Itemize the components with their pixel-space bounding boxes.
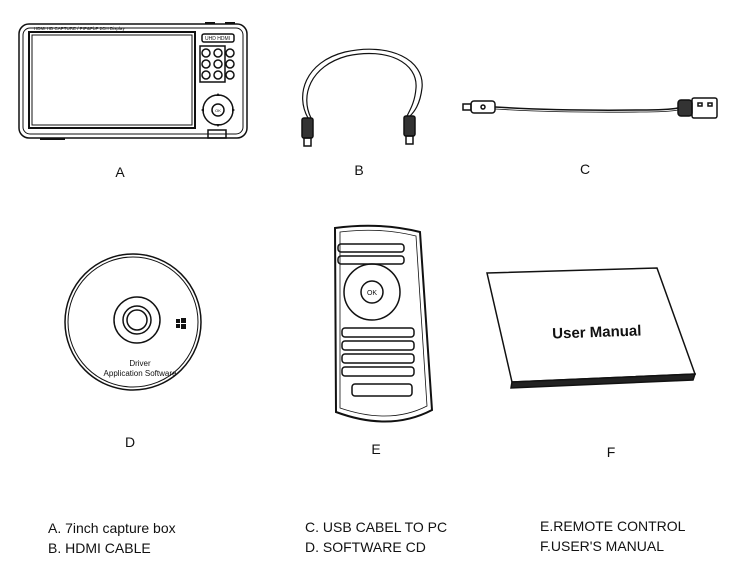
mini-usb-plug bbox=[470, 100, 496, 114]
software-cd-drawing: Driver Application Software bbox=[64, 253, 202, 391]
device-print-text: HDMI HD CAPTURE / PIP&PbP 2CH Display bbox=[34, 26, 125, 31]
label-e: E bbox=[371, 441, 381, 457]
cd-text-software: Application Software bbox=[104, 369, 177, 378]
legend-f: F.USER'S MANUAL bbox=[540, 538, 665, 554]
badge-text: UHD HDMI bbox=[205, 36, 230, 42]
capture-box-drawing: HDMI HD CAPTURE / PIP&PbP 2CH Display UH… bbox=[18, 22, 248, 140]
label-d: D bbox=[124, 434, 136, 450]
legend-a: A. 7inch capture box bbox=[48, 520, 176, 536]
legend-col-1: A. 7inch capture box B. HDMI CABLE bbox=[48, 518, 176, 558]
remote-dpad bbox=[343, 263, 401, 321]
device-buttons bbox=[201, 48, 235, 80]
svg-text:OK: OK bbox=[215, 108, 221, 113]
legend-col-2: C. USB CABEL TO PC D. SOFTWARE CD bbox=[305, 517, 447, 557]
remote-ok-text: OK bbox=[367, 290, 377, 297]
label-c: C bbox=[579, 161, 591, 177]
remote-control-drawing: OK bbox=[333, 224, 434, 423]
cd-text-driver: Driver bbox=[129, 359, 151, 368]
usb-a-plug bbox=[691, 97, 718, 119]
manual-cover-title: User Manual bbox=[552, 322, 642, 342]
dpad: OK bbox=[201, 93, 235, 127]
legend-b: B. HDMI CABLE bbox=[48, 540, 151, 556]
label-b: B bbox=[354, 162, 364, 178]
usb-cable-drawing bbox=[462, 97, 718, 119]
hdmi-plug-right bbox=[403, 115, 416, 137]
label-a: A bbox=[115, 164, 125, 180]
uhd-hdmi-badge bbox=[201, 33, 235, 43]
legend-e: E.REMOTE CONTROL bbox=[540, 518, 686, 534]
hdmi-plug-left bbox=[301, 117, 314, 139]
legend-c: C. USB CABEL TO PC bbox=[305, 519, 448, 535]
user-manual-drawing: User Manual bbox=[486, 267, 697, 389]
legend-d: D. SOFTWARE CD bbox=[305, 539, 426, 555]
screen bbox=[28, 31, 196, 129]
hdmi-cable-drawing bbox=[301, 48, 423, 147]
legend-col-3: E.REMOTE CONTROL F.USER'S MANUAL bbox=[540, 516, 685, 556]
windows-logo-icon bbox=[176, 318, 186, 329]
label-f: F bbox=[606, 444, 616, 460]
